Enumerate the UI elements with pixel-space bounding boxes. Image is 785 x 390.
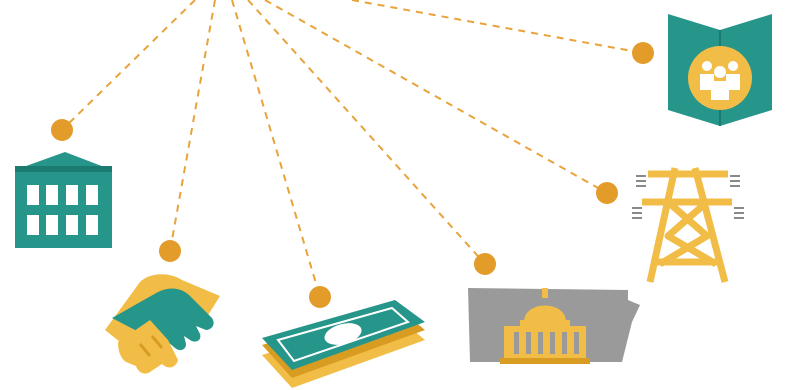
connector-building <box>61 0 196 131</box>
state-capitol-icon <box>468 288 640 364</box>
connector-lines <box>61 0 644 298</box>
dot-tower <box>596 182 618 204</box>
dot-handshake <box>159 240 181 262</box>
connector-dots <box>51 42 654 308</box>
building-icon <box>15 152 112 248</box>
connector-handshake <box>169 0 216 252</box>
dot-building <box>51 119 73 141</box>
connector-tower <box>264 0 608 194</box>
connector-capitol <box>247 0 486 265</box>
handshake-icon <box>105 274 220 374</box>
dot-capitol <box>474 253 496 275</box>
dot-money <box>309 286 331 308</box>
money-stack-icon <box>262 300 425 388</box>
power-tower-icon <box>632 167 744 283</box>
community-book-icon <box>668 14 772 126</box>
connector-money <box>231 0 321 298</box>
dot-community <box>632 42 654 64</box>
connector-community <box>351 0 644 54</box>
